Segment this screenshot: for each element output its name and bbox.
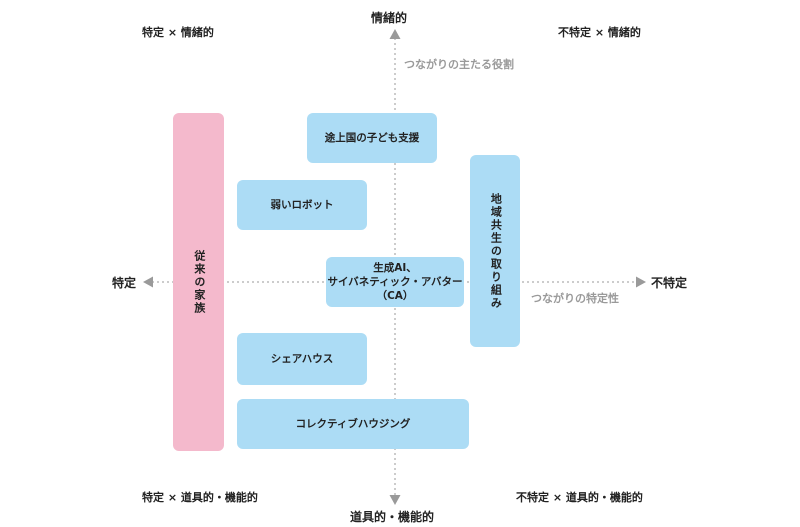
box-traditional-family: 従来の家族 (173, 113, 224, 451)
box-community-label: 地域共生の取り組み (489, 192, 503, 310)
axis-top-label: 情緒的 (371, 11, 408, 25)
box-traditional-family-label: 従来の家族 (192, 249, 206, 315)
axis-right-label: 不特定 (651, 276, 688, 290)
arrow-right-icon (636, 276, 646, 288)
box-genai-ca: 生成AI、 サイバネティック・アバター （CA） (326, 257, 464, 307)
box-collective-housing-label: コレクティブハウジング (295, 417, 411, 430)
arrow-left-icon (143, 276, 153, 288)
box-share-house: シェアハウス (237, 333, 367, 385)
arrow-up-icon (389, 29, 401, 39)
vertical-axis-description: つながりの主たる役割 (404, 58, 514, 71)
axis-bottom-label: 道具的・機能的 (350, 510, 435, 524)
box-child-support-label: 途上国の子ども支援 (324, 131, 420, 144)
box-genai-ca-label: 生成AI、 サイバネティック・アバター （CA） (327, 261, 463, 303)
box-community: 地域共生の取り組み (470, 155, 520, 347)
arrow-down-icon (389, 495, 401, 505)
box-share-house-label: シェアハウス (270, 352, 334, 365)
box-child-support: 途上国の子ども支援 (307, 113, 437, 163)
horizontal-axis-description: つながりの特定性 (531, 292, 619, 305)
corner-bottom-left: 特定 × 道具的・機能的 (142, 491, 258, 504)
box-weak-robot: 弱いロボット (237, 180, 367, 230)
corner-top-right: 不特定 × 情緒的 (558, 26, 641, 39)
axis-left-label: 特定 (112, 276, 137, 290)
box-weak-robot-label: 弱いロボット (270, 198, 334, 211)
corner-top-left: 特定 × 情緒的 (142, 26, 214, 39)
box-collective-housing: コレクティブハウジング (237, 399, 469, 449)
corner-bottom-right: 不特定 × 道具的・機能的 (516, 491, 643, 504)
